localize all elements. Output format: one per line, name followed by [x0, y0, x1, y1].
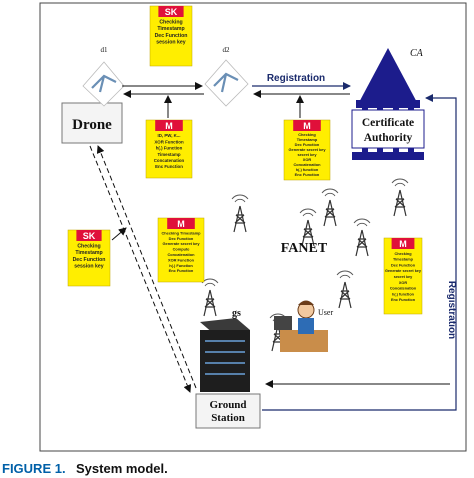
- note-header: [391, 238, 415, 249]
- note-line: XOR: [399, 281, 407, 285]
- d2-label: d2: [223, 46, 231, 54]
- fanet-label: FANET: [281, 241, 328, 256]
- note-line: Concatenation: [154, 158, 185, 163]
- certificate-authority-node: CA Certificate Authority: [351, 48, 425, 160]
- note-header-text: M: [165, 121, 173, 131]
- note-line: Enc Function: [391, 298, 416, 302]
- note-header-text: M: [303, 121, 311, 131]
- note-line: ID, PW, K...: [158, 133, 181, 138]
- registration-top-label: Registration: [267, 73, 325, 84]
- ground-station-line1: Ground: [209, 399, 246, 411]
- note-line: secret key: [394, 275, 413, 279]
- server-icon: gs: [200, 308, 250, 392]
- note-line: Timestamp: [297, 137, 318, 142]
- note-line: Concatenation: [390, 287, 417, 291]
- ground-station-node: Ground Station: [195, 393, 261, 429]
- note-line: Checking: [77, 244, 100, 250]
- note-header: [158, 6, 184, 17]
- note-line: Concatenation: [167, 252, 195, 257]
- note-line: XOR Function: [154, 139, 184, 144]
- note-body: [283, 119, 331, 181]
- note-header: [76, 230, 102, 241]
- d1-d2-arrows: [122, 82, 204, 98]
- sk-left-connector: [111, 227, 127, 241]
- ca-line2: Authority: [364, 132, 413, 144]
- note-line: Timestamp: [157, 26, 184, 32]
- monitor-icon: [274, 316, 292, 330]
- diagram-frame: [39, 2, 467, 452]
- ca-title: CA: [410, 48, 424, 59]
- note-line: session key: [156, 39, 186, 45]
- note-header-text: M: [177, 219, 185, 229]
- tower-icon: [391, 178, 409, 217]
- drone-node: Drone: [61, 102, 123, 144]
- note-header: [155, 120, 183, 131]
- note-header: [293, 120, 321, 131]
- d1-label: d1: [101, 46, 109, 54]
- user-node: User: [274, 300, 333, 352]
- note-line: Dec Function: [169, 236, 194, 241]
- gs-label: gs: [232, 308, 241, 319]
- drone-d2-icon: d2: [204, 46, 249, 107]
- note-m-drone: M ID, PW, K...XOR Function h(.) FunctionTi…: [145, 119, 193, 179]
- note-line: Timestamp: [75, 250, 102, 256]
- note-line: Timestamp: [393, 258, 414, 262]
- note-line: Generate secret key: [163, 241, 201, 246]
- note-line: Checking: [394, 252, 412, 256]
- user-label: User: [318, 308, 333, 317]
- note-line: h(.) function: [296, 167, 319, 172]
- note-line: h(.) function: [392, 292, 415, 296]
- desk-icon: [280, 330, 328, 352]
- note-header-text: M: [399, 239, 407, 249]
- ca-line1: Certificate: [362, 117, 414, 129]
- tower-icon: [231, 194, 249, 233]
- note-line: Generate secret key: [289, 147, 327, 152]
- registration-right-label: Registration: [446, 281, 457, 339]
- note-body: [383, 237, 423, 315]
- tower-icon: [336, 270, 354, 309]
- note-line: Compute: [173, 247, 191, 252]
- tower-icon: [353, 218, 371, 257]
- figure-caption-text: System model.: [76, 461, 168, 476]
- drone-label: Drone: [72, 117, 112, 133]
- note-line: Dec Function: [155, 33, 188, 39]
- note-line: secret key: [297, 152, 317, 157]
- drone-d1-icon: d1: [82, 46, 125, 107]
- note-line: h(.) Function: [169, 263, 193, 268]
- d2-ca-arrows: Registration: [252, 73, 351, 98]
- note-header-text: SK: [165, 7, 178, 17]
- drone-gs-link: [89, 145, 197, 393]
- note-line: Enc Function: [295, 172, 320, 177]
- note-line: Dec Function: [391, 263, 416, 267]
- ground-station-line2: Station: [211, 412, 245, 424]
- note-line: XOR Function: [168, 257, 195, 262]
- tower-icon: [321, 188, 339, 227]
- note-line: Enc Function: [169, 268, 194, 273]
- note-line: h(.) Function: [156, 146, 183, 151]
- note-line: XOR: [303, 157, 312, 162]
- tower-icon: [201, 278, 219, 317]
- note-line: Checking Timestamp: [161, 230, 201, 235]
- note-line: Checking: [298, 132, 316, 137]
- figure-caption-label: FIGURE 1.: [2, 461, 66, 476]
- note-line: Dec Function: [73, 257, 106, 263]
- note-line: Dec Function: [295, 142, 320, 147]
- note-header-text: SK: [83, 231, 96, 241]
- note-line: Concatenation: [293, 162, 321, 167]
- note-line: Generate secret key: [385, 269, 422, 273]
- note-line: Timestamp: [157, 152, 180, 157]
- note-line: Checking: [159, 20, 182, 26]
- registration-right-path: Registration: [262, 94, 457, 411]
- note-line: session key: [74, 263, 104, 269]
- note-line: Enc Function: [155, 164, 183, 169]
- note-header: [167, 218, 195, 229]
